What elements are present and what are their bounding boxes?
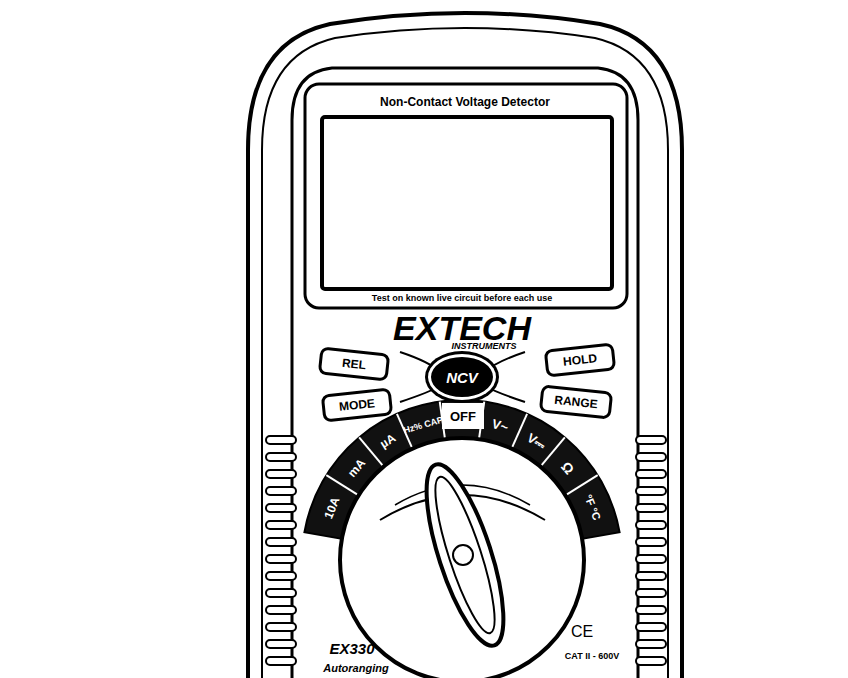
model-number: EX330: [329, 641, 374, 656]
grip-ridge: [266, 640, 296, 648]
grip-ridge: [636, 589, 666, 597]
grip-ridge: [266, 487, 296, 495]
grip-ridge: [636, 657, 666, 665]
grip-ridge: [636, 453, 666, 461]
grip-ridge: [266, 521, 296, 529]
grip-ridge: [266, 589, 296, 597]
dial-separator: [511, 414, 527, 451]
lcd-screen: [322, 117, 612, 289]
grip-ridge: [636, 538, 666, 546]
grip-ridge: [636, 623, 666, 631]
brand-logo: EXTECH: [393, 311, 531, 345]
grip-ridge: [266, 504, 296, 512]
grip-ridge: [266, 470, 296, 478]
knob-pointer: [411, 457, 519, 654]
grip-ridge: [266, 606, 296, 614]
grip-ridge: [636, 504, 666, 512]
button-label: HOLD: [562, 351, 597, 368]
dial-knob: [340, 438, 584, 678]
holster-inner-line: [262, 28, 668, 678]
panel-line: [485, 386, 525, 402]
grip-ridge: [266, 623, 296, 631]
grip-ridge: [636, 470, 666, 478]
grip-ridge: [636, 555, 666, 563]
holster-outline: [248, 13, 682, 678]
brand-subtitle: INSTRUMENTS: [452, 342, 517, 351]
dial-label: OFF: [450, 410, 476, 423]
grip-ridge: [266, 453, 296, 461]
grip-ridge: [636, 487, 666, 495]
display-heading: Non-Contact Voltage Detector: [380, 96, 550, 108]
grip-ridge: [636, 521, 666, 529]
off-patch: [442, 403, 484, 429]
grip-ridge: [266, 555, 296, 563]
ncv-button: NCV: [431, 357, 493, 397]
grip-ridge: [636, 436, 666, 444]
grip-ridge: [266, 572, 296, 580]
grip-ridge: [266, 436, 296, 444]
button-label: RANGE: [554, 393, 599, 411]
grip-ridge: [636, 606, 666, 614]
grip-ridge: [266, 657, 296, 665]
grip-ridge: [266, 538, 296, 546]
button-label: REL: [341, 356, 366, 372]
knob-pointer-inner: [424, 472, 505, 638]
display-bezel: [305, 84, 627, 308]
grip-ridge: [636, 640, 666, 648]
panel-line: [400, 386, 440, 402]
meter-body: [292, 68, 638, 678]
safety-rating: CAT II - 600V: [565, 652, 619, 661]
warning-note: Test on known live circuit before each u…: [372, 294, 552, 303]
model-subtitle: Autoranging: [323, 663, 388, 674]
knob-center: [453, 545, 473, 565]
button-label: MODE: [338, 396, 375, 414]
button-label: NCV: [446, 369, 478, 386]
grip-ridge: [636, 572, 666, 580]
ce-mark: CE: [571, 624, 593, 640]
